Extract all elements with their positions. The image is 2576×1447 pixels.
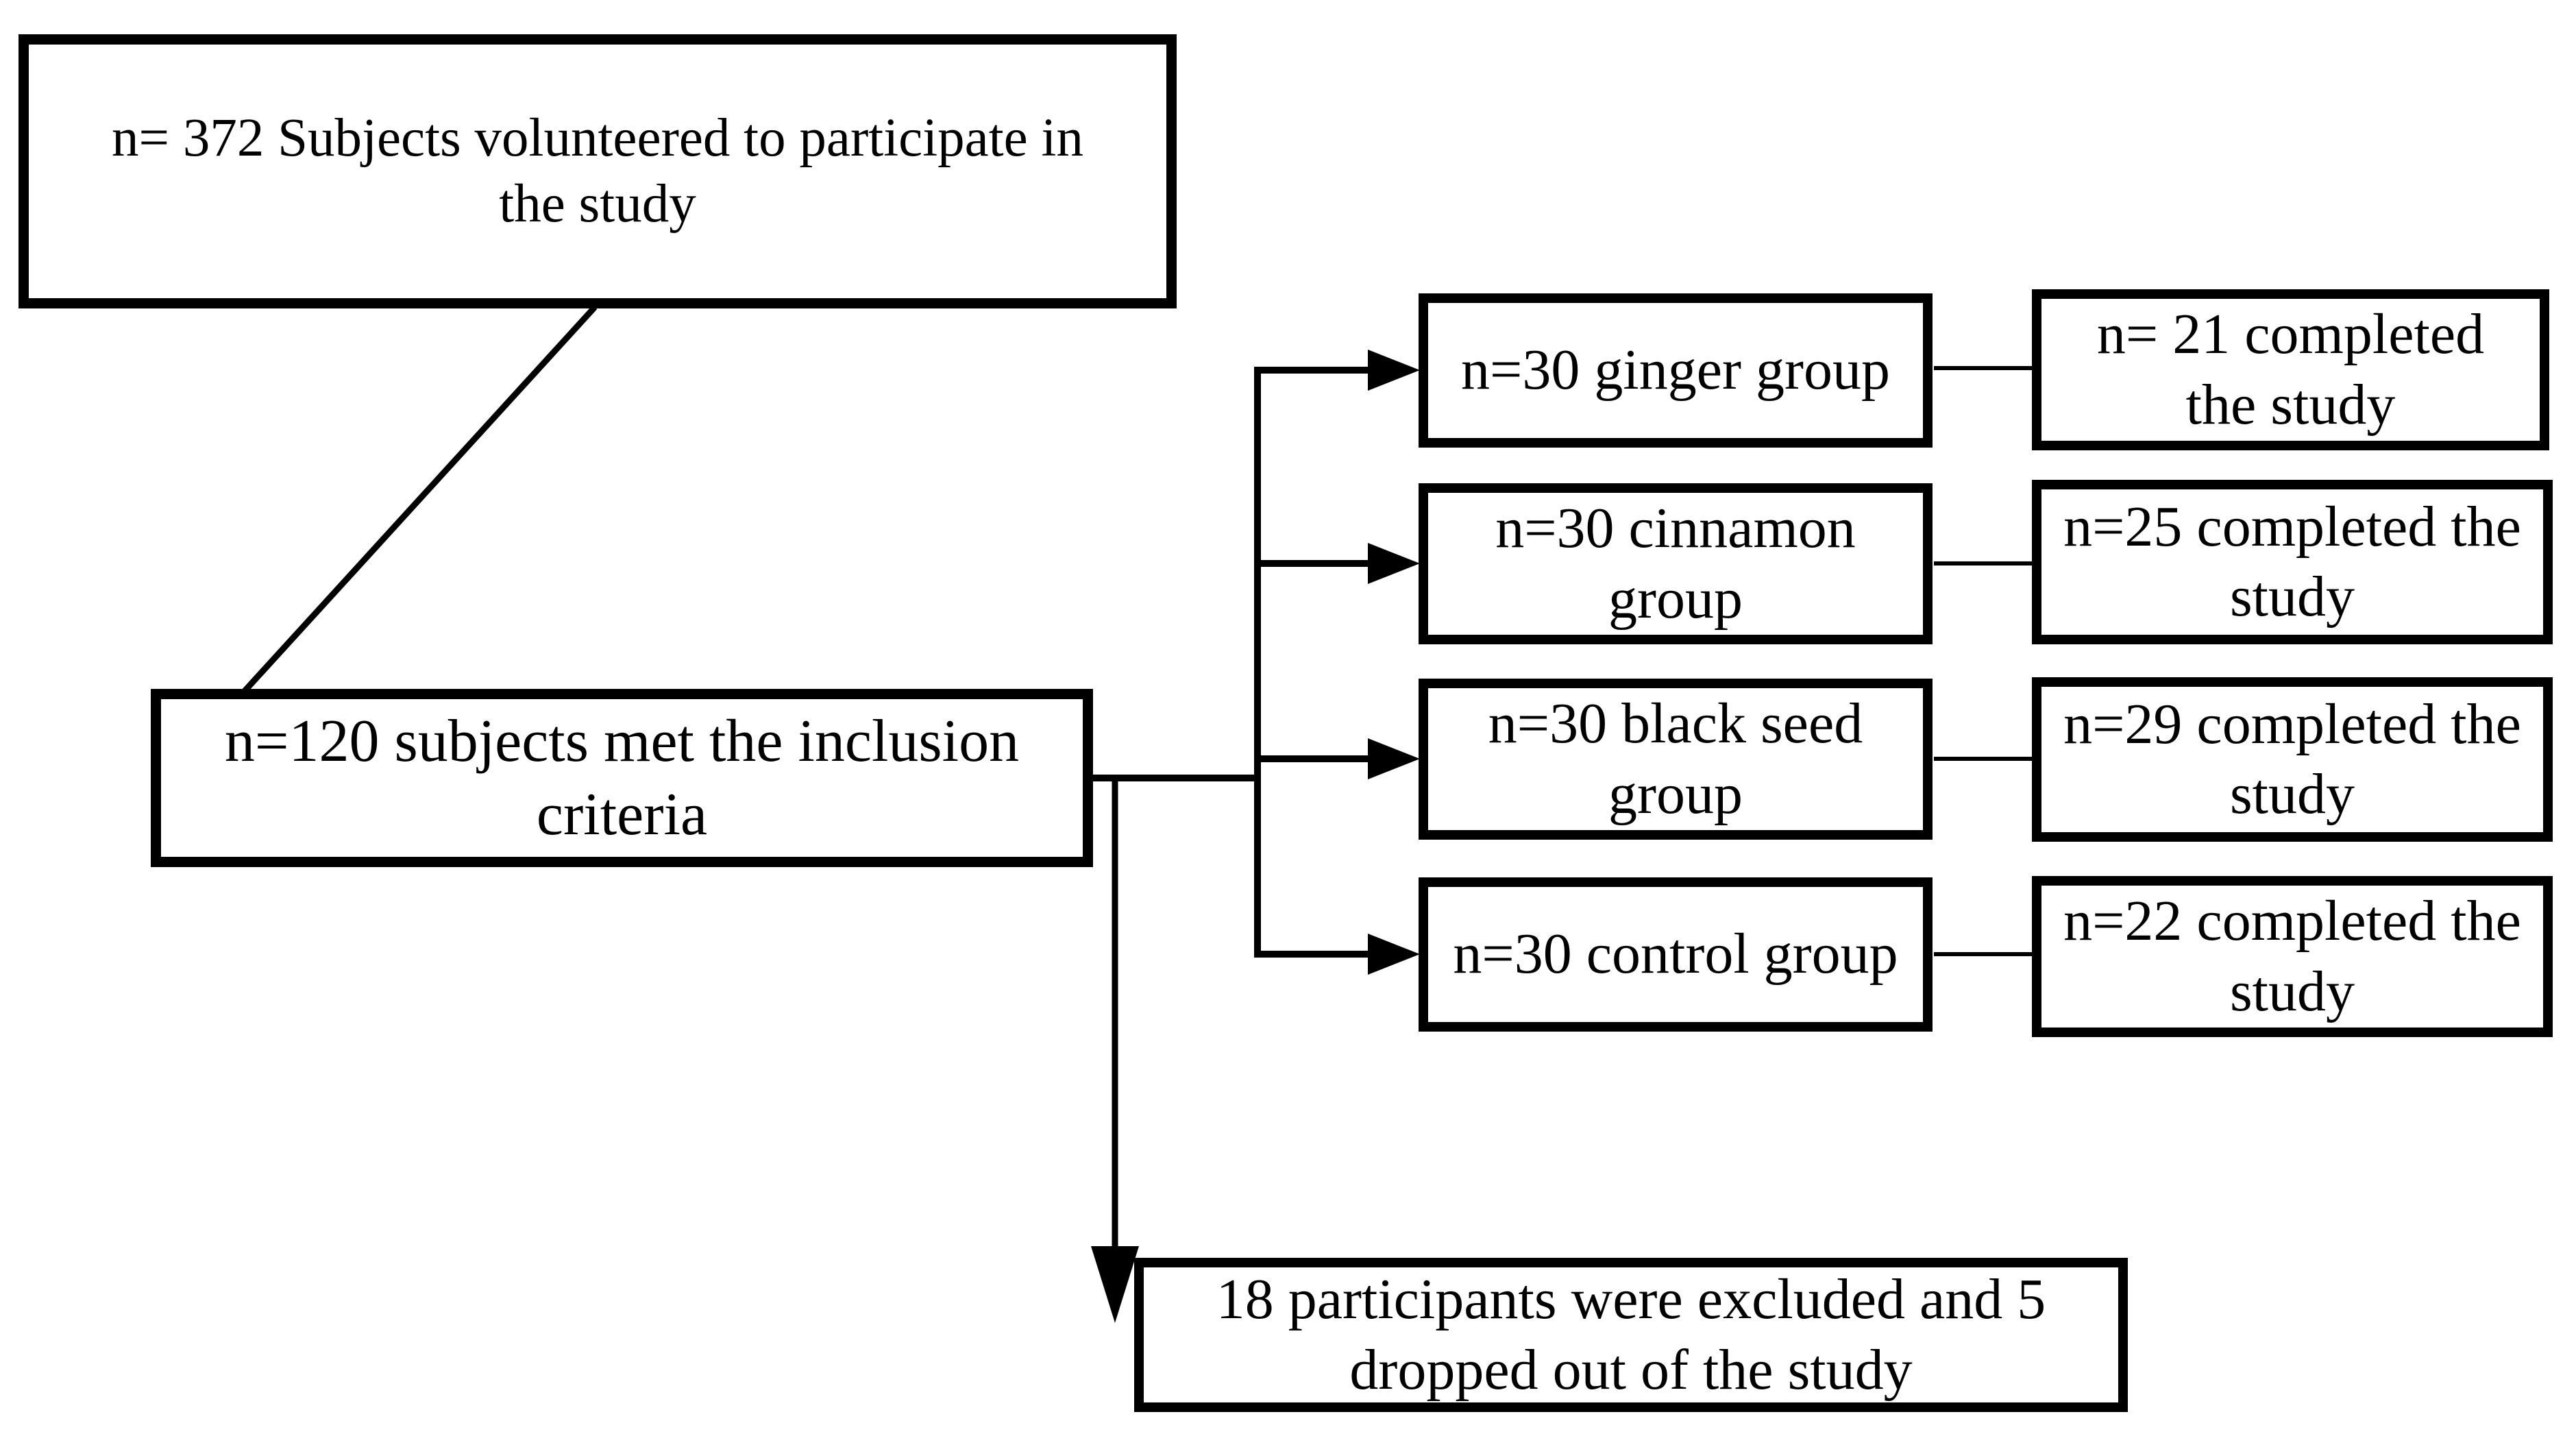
- edge-volunteered-inclusion: [242, 304, 598, 694]
- node-control-group-label: n=30 control group: [1453, 922, 1898, 986]
- node-cinnamon-completed: n=25 completed the study: [2032, 480, 2553, 644]
- arrowhead-cinnamon: [1368, 543, 1420, 584]
- node-black-seed-group: n=30 black seed group: [1419, 679, 1933, 840]
- arrowhead-black-seed: [1368, 738, 1420, 779]
- node-black-seed-group-label: n=30 black seed group: [1488, 692, 1863, 826]
- node-black-seed-completed: n=29 completed the study: [2032, 677, 2553, 842]
- node-cinnamon-completed-label: n=25 completed the study: [2063, 494, 2521, 629]
- node-volunteered-label: n= 372 Subjects volunteered to participa…: [112, 108, 1083, 234]
- node-cinnamon-group: n=30 cinnamon group: [1419, 483, 1933, 644]
- node-cinnamon-group-label: n=30 cinnamon group: [1495, 496, 1856, 631]
- node-black-seed-completed-label: n=29 completed the study: [2063, 692, 2521, 826]
- arrowhead-ginger: [1368, 350, 1420, 391]
- node-excluded: 18 participants were excluded and 5 drop…: [1134, 1258, 2128, 1412]
- node-control-completed: n=22 completed the study: [2032, 876, 2553, 1037]
- node-ginger-group-label: n=30 ginger group: [1461, 338, 1890, 402]
- node-inclusion: n=120 subjects met the inclusion criteri…: [151, 689, 1093, 867]
- node-inclusion-label: n=120 subjects met the inclusion criteri…: [224, 707, 1020, 848]
- node-ginger-group: n=30 ginger group: [1419, 293, 1933, 448]
- node-excluded-label: 18 participants were excluded and 5 drop…: [1216, 1267, 2046, 1402]
- arrowhead-control: [1368, 934, 1420, 975]
- node-ginger-completed-label: n= 21 completed the study: [2096, 302, 2485, 437]
- node-volunteered: n= 372 Subjects volunteered to participa…: [19, 34, 1177, 308]
- arrowhead-excluded: [1091, 1246, 1139, 1323]
- node-control-completed-label: n=22 completed the study: [2063, 889, 2521, 1023]
- node-ginger-completed: n= 21 completed the study: [2032, 289, 2549, 450]
- node-control-group: n=30 control group: [1419, 877, 1933, 1032]
